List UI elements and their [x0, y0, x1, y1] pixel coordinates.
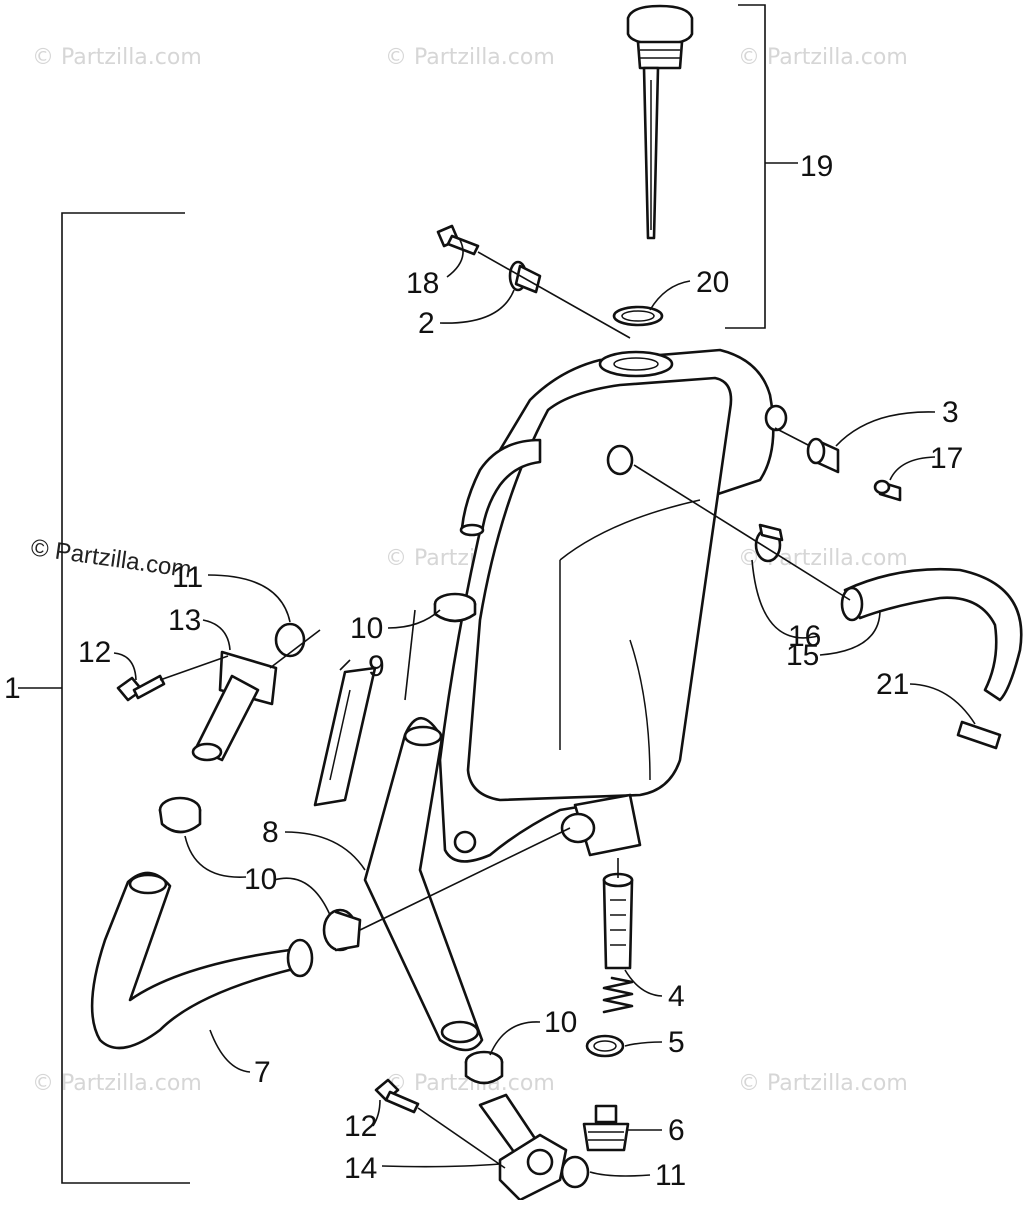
callout-10: 10: [350, 612, 383, 645]
spring: [602, 976, 634, 1014]
assembly-line: [417, 1107, 506, 1169]
hose-8: [363, 717, 484, 1052]
watermark: © Partzilla.com: [738, 1071, 908, 1096]
dipstick-cap: [626, 4, 694, 240]
assembly-line: [269, 629, 321, 669]
callout-13: 13: [168, 604, 201, 637]
fitting-14: [478, 1093, 568, 1202]
washer-5: [585, 1034, 625, 1058]
callout-20: 20: [696, 266, 729, 299]
tank-outlet: [560, 793, 642, 857]
callout-10: 10: [244, 863, 277, 896]
plug-6: [582, 1104, 630, 1152]
callout-10: 10: [544, 1006, 577, 1039]
callout-5: 5: [668, 1026, 685, 1059]
callout-3: 3: [942, 396, 959, 429]
bolt-18: [436, 224, 480, 256]
clamp-10-lower: [464, 1050, 504, 1085]
fitting-13: [191, 650, 278, 762]
spacer-2: [508, 260, 542, 294]
callout-6: 6: [668, 1114, 685, 1147]
callout-8: 8: [262, 816, 279, 849]
watermark: © Partzilla.com: [385, 45, 555, 70]
callout-7: 7: [254, 1056, 271, 1089]
assembly-line: [774, 427, 811, 447]
callout-9: 9: [368, 650, 385, 683]
assembly-1-bracket: [61, 212, 190, 1184]
callout-12: 12: [344, 1110, 377, 1143]
callout-21: 21: [876, 668, 909, 701]
assembly-line: [633, 464, 851, 601]
leader-lines: [113, 239, 976, 1177]
assembly-line: [159, 655, 229, 681]
clip-21: [956, 720, 1002, 750]
hose-15: [843, 567, 1023, 702]
bushing-17: [873, 479, 902, 502]
callout-12: 12: [78, 636, 111, 669]
hose-7: [90, 871, 312, 1050]
assembly-line: [404, 609, 416, 701]
watermark-dark: © Partzilla.com: [29, 534, 193, 583]
strainer-4: [602, 872, 634, 970]
callout-11: 11: [655, 1159, 686, 1192]
clamp-10-upper: [433, 592, 477, 623]
callout-15: 15: [786, 639, 819, 672]
callout-1: 1: [4, 672, 21, 705]
callout-16: 16: [788, 620, 821, 653]
watermark: © Partzilla.com: [738, 45, 908, 70]
callout-18: 18: [406, 267, 439, 300]
callout-11: 11: [172, 561, 203, 594]
assembly-19-bracket: [725, 4, 766, 329]
gasket-11-lower: [560, 1155, 590, 1189]
oil-tank: [438, 348, 788, 863]
bolt-12-upper: [116, 674, 166, 702]
watermark: © Partzilla.com: [32, 45, 202, 70]
callout-14: 14: [344, 1152, 377, 1185]
callout-19: 19: [800, 150, 833, 183]
bolt-12-lower: [374, 1078, 420, 1114]
decal-9: [313, 666, 377, 807]
o-ring: [612, 305, 664, 327]
clamp-10-left: [158, 796, 202, 834]
assembly-line: [359, 827, 571, 931]
watermark: © Partzilla.com: [32, 1071, 202, 1096]
callout-4: 4: [668, 980, 685, 1013]
callout-labels: 1 2 3 4 5 6 7 8 9 10 10 10 11 11 12 12 1…: [4, 150, 963, 1192]
callout-2: 2: [418, 307, 435, 340]
clamp-10-mid: [322, 908, 362, 952]
assembly-line: [477, 251, 631, 339]
grommet-3: [806, 437, 840, 474]
callout-17: 17: [930, 442, 963, 475]
gasket-11: [274, 622, 306, 658]
